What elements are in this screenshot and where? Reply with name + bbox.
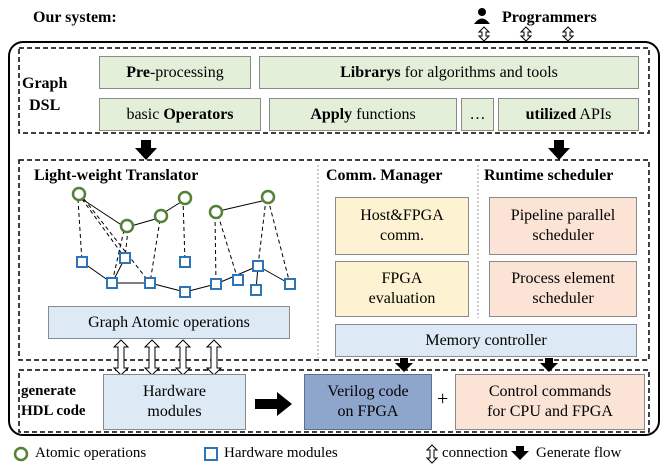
apply-rest: functions	[352, 105, 416, 123]
legend-square-icon	[204, 447, 218, 461]
process-element-scheduler-box: Process element scheduler	[489, 261, 637, 317]
utilized-strong: utilized	[525, 105, 577, 123]
hardware-node	[179, 256, 191, 268]
utilized-apis-box: utilized APIs	[498, 98, 639, 131]
fpga-evaluation-box: FPGA evaluation	[335, 261, 469, 317]
hardware-node	[179, 286, 191, 298]
libraries-strong: Librarys	[340, 63, 401, 81]
system-label: Our system:	[33, 9, 117, 26]
legend-hardware-label: Hardware modules	[224, 445, 338, 461]
preprocessing-strong: Pre	[126, 63, 150, 81]
legend-flow-label: Generate flow	[536, 445, 622, 461]
ellipsis-box: …	[461, 98, 494, 131]
hardware-modules-box: Hardware modules	[103, 374, 246, 430]
libraries-box: Librarys for algorithms and tools	[259, 56, 639, 89]
operators-lead: basic	[126, 105, 164, 123]
atomic-node	[260, 189, 276, 205]
middle-frame	[18, 159, 650, 361]
legend-connection-label: connection	[442, 445, 508, 461]
utilized-rest: APIs	[576, 105, 612, 123]
graph-dashed-links	[77, 198, 291, 285]
host-fpga-comm-box: Host&FPGA comm.	[335, 197, 469, 255]
generate-flow-arrow-icon	[135, 140, 570, 372]
verilog-code-box: Verilog code on FPGA	[304, 374, 432, 430]
hardware-module-nodes	[76, 252, 296, 298]
legend-down-arrow-icon	[511, 446, 529, 460]
dsl-frame	[18, 47, 650, 134]
atomic-node	[208, 204, 224, 220]
operators-strong: Operators	[163, 105, 234, 123]
atomic-node	[71, 186, 87, 202]
legend-circle-icon	[13, 446, 29, 462]
pipeline-scheduler-box: Pipeline parallel scheduler	[489, 197, 637, 255]
hardware-node	[284, 278, 296, 290]
legend-double-arrow-icon	[425, 444, 439, 464]
memory-controller-box: Memory controller	[335, 324, 637, 357]
atomic-node	[153, 208, 169, 224]
atomic-node	[177, 190, 193, 206]
dsl-section-label: Graph DSL	[22, 75, 68, 115]
libraries-rest: for algorithms and tools	[400, 63, 558, 81]
legend-atomic-label: Atomic operations	[35, 445, 147, 461]
apply-functions-box: Apply functions	[269, 98, 457, 131]
preprocessing-box: Pre-processing	[99, 56, 251, 89]
programmer-double-arrow-icon	[477, 26, 575, 42]
apply-strong: Apply	[310, 105, 353, 123]
hardware-node	[119, 252, 131, 264]
plus-sign: +	[437, 388, 449, 410]
hardware-node	[250, 284, 262, 296]
operators-box: basic Operators	[99, 98, 261, 131]
hardware-node	[144, 277, 156, 289]
hardware-node	[232, 274, 244, 286]
comm-manager-title: Comm. Manager	[326, 167, 443, 184]
hardware-node	[210, 278, 222, 290]
hardware-node	[252, 260, 264, 272]
hdl-frame	[18, 369, 650, 433]
translator-title: Light-weight Translator	[34, 167, 199, 184]
graph-atomic-operations-box: Graph Atomic operations	[48, 306, 290, 339]
hdl-section-label: generate HDL code	[21, 383, 86, 419]
programmers-label: Programmers	[502, 9, 597, 26]
hardware-node	[106, 277, 118, 289]
runtime-scheduler-title: Runtime scheduler	[484, 167, 614, 184]
right-arrow-icon	[255, 392, 292, 416]
atomic-operation-nodes	[71, 186, 276, 234]
control-commands-box: Control commands for CPU and FPGA	[455, 374, 645, 430]
atomic-node	[119, 218, 135, 234]
hardware-node	[76, 256, 88, 268]
preprocessing-rest: -processing	[149, 63, 224, 81]
system-frame	[8, 41, 660, 436]
person-icon	[474, 8, 490, 24]
